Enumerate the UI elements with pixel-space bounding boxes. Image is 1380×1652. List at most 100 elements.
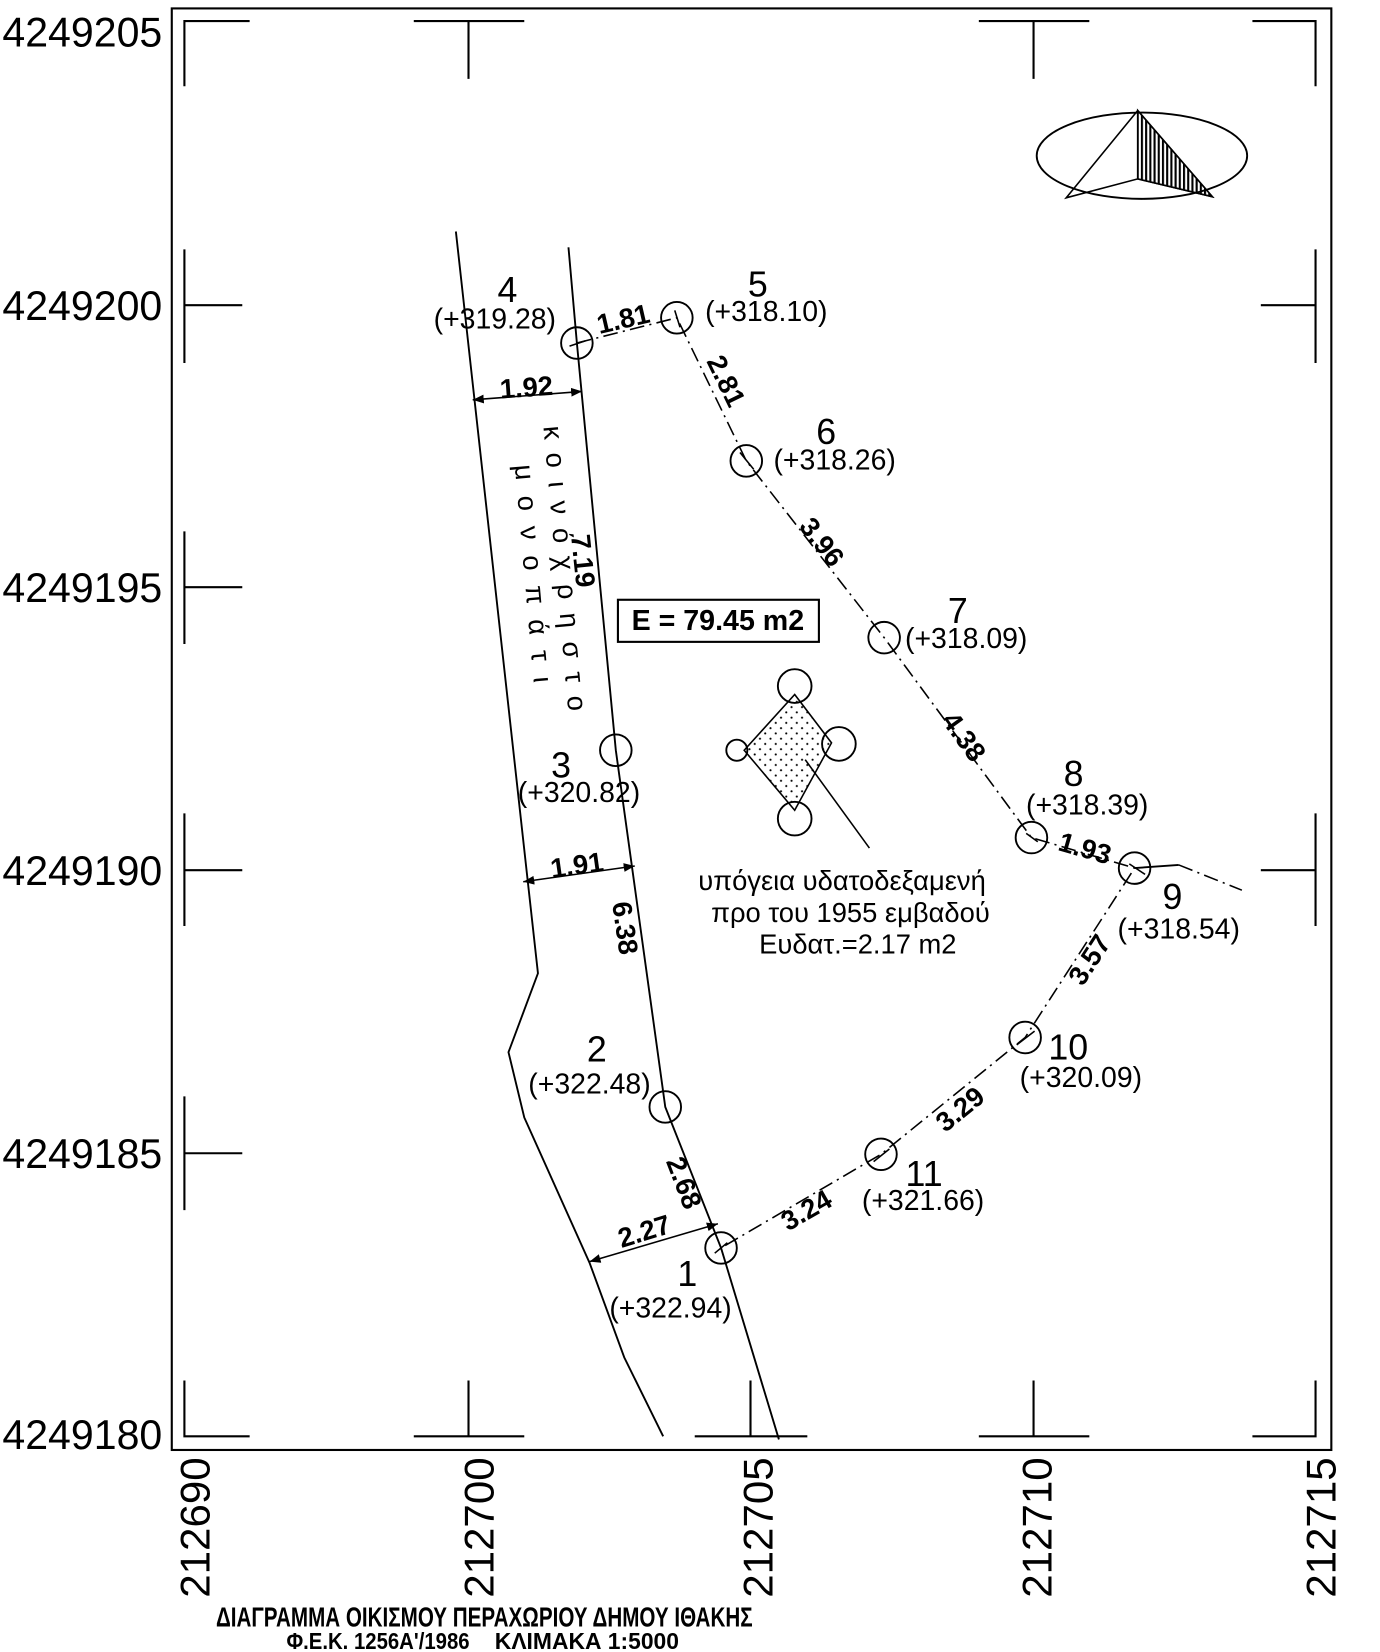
northing-label: 4249180 xyxy=(2,1411,162,1458)
elevation-label: (+320.82) xyxy=(518,777,640,809)
survey-point-marker xyxy=(1014,820,1049,855)
north-arrow-outline xyxy=(1064,109,1215,200)
elevation-label: (+318.10) xyxy=(705,296,827,328)
survey-point-marker xyxy=(729,444,764,478)
point-number-label: 6 xyxy=(816,412,836,452)
elevation-label: (+318.54) xyxy=(1118,914,1240,946)
point-number-label: 2 xyxy=(587,1030,607,1070)
survey-point-ticks xyxy=(569,310,1146,1254)
corner-and-tick-marks xyxy=(183,19,1317,1438)
footpath-left-edge xyxy=(454,231,665,1437)
neighbour-line-dashed xyxy=(1178,864,1243,891)
northing-label: 4249195 xyxy=(2,564,162,611)
point-number-label: 11 xyxy=(906,1154,943,1194)
title-block: ΔΙΑΓΡΑΜΜΑ ΟΙΚΙΣΜΟΥ ΠΕΡΑΧΩΡΙΟΥ ΔΗΜΟΥ ΙΘΑΚ… xyxy=(216,1602,753,1652)
elevation-label: (+319.28) xyxy=(434,303,556,335)
point-number-label: 7 xyxy=(948,591,968,631)
elevation-label: (+318.09) xyxy=(905,623,1027,655)
footpath-label-line2: μονοπάτι xyxy=(509,463,559,684)
neighbour-line-solid xyxy=(1134,863,1179,870)
path-width-dimensions xyxy=(472,387,719,1263)
distance-label: 2.81 xyxy=(701,350,752,411)
path-width-label: 2.27 xyxy=(614,1209,674,1254)
point-number-labels: 1 2 3 4 5 6 7 8 9 10 11 xyxy=(497,265,1182,1294)
path-width-label: 1.92 xyxy=(499,370,554,405)
elevation-label: (+318.39) xyxy=(1026,789,1148,821)
tank-note: υπόγεια υδατοδεξαμενή προ του 1955 εμβαδ… xyxy=(698,865,990,959)
gazette-reference: Φ.Ε.Κ. 1256Α'/1986 xyxy=(286,1628,469,1652)
survey-points xyxy=(560,301,1152,1265)
tank-corner-circle xyxy=(776,668,813,704)
point-number-label: 10 xyxy=(1048,1028,1088,1068)
distance-label: 3.57 xyxy=(1062,929,1117,991)
north-arrow-icon xyxy=(1035,108,1249,200)
tank-corner-circle xyxy=(776,800,813,837)
survey-point-marker xyxy=(660,301,694,335)
survey-point-marker xyxy=(648,1090,683,1124)
easting-label: 212715 xyxy=(1298,1457,1345,1597)
point-number-label: 1 xyxy=(677,1254,697,1294)
footpath-label: κοινόχρηστο μονοπάτι xyxy=(509,424,593,712)
footpath-right-edge xyxy=(567,247,780,1440)
tank-leader-line xyxy=(804,759,871,849)
easting-label: 212705 xyxy=(735,1457,782,1597)
elevation-label: (+322.48) xyxy=(528,1068,650,1100)
map-frame xyxy=(170,7,1333,1452)
area-value: E = 79.45 m2 xyxy=(632,605,805,637)
easting-label: 212710 xyxy=(1013,1457,1060,1597)
distance-label: 2.68 xyxy=(660,1152,708,1213)
north-arrow-ellipse xyxy=(1035,111,1249,200)
northing-axis-labels: 4249205 4249200 4249195 4249190 4249185 … xyxy=(2,8,162,1458)
distance-label: 6.38 xyxy=(606,900,644,957)
area-box: E = 79.45 m2 xyxy=(616,598,820,643)
elevation-labels: (+322.94) (+322.48) (+320.82) (+319.28) … xyxy=(434,296,1240,1324)
tank-outline xyxy=(743,693,833,812)
tank-corner-circle xyxy=(821,726,857,762)
footpath xyxy=(454,231,780,1440)
tank-note-line: προ του 1955 εμβαδού xyxy=(711,897,990,928)
point-number-label: 3 xyxy=(551,746,571,786)
elevation-label: (+318.26) xyxy=(773,444,895,476)
point-number-label: 8 xyxy=(1064,754,1084,794)
survey-point-marker xyxy=(1008,1020,1042,1055)
scale-note: ΚΛΙΜΑΚΑ 1:5000 xyxy=(495,1628,679,1652)
easting-label: 212700 xyxy=(456,1457,503,1597)
water-tank-symbol xyxy=(725,668,871,849)
distance-label: 3.24 xyxy=(775,1183,837,1237)
distance-label: 1.81 xyxy=(594,298,653,340)
distance-label: 3.29 xyxy=(929,1080,990,1138)
elevation-label: (+321.66) xyxy=(862,1185,984,1217)
diagram-title: ΔΙΑΓΡΑΜΜΑ ΟΙΚΙΣΜΟΥ ΠΕΡΑΧΩΡΙΟΥ ΔΗΜΟΥ ΙΘΑΚ… xyxy=(216,1602,753,1633)
parcel-boundary xyxy=(576,316,1243,1249)
northing-label: 4249190 xyxy=(2,847,162,894)
outer-border xyxy=(170,7,1333,1452)
tank-note-line: υπόγεια υδατοδεξαμενή xyxy=(698,865,986,896)
tank-corner-circle xyxy=(725,738,749,762)
northing-label: 4249185 xyxy=(2,1130,162,1177)
elevation-label: (+320.09) xyxy=(1020,1062,1142,1094)
easting-axis-labels: 212690 212700 212705 212710 212715 xyxy=(172,1457,1345,1597)
point-number-label: 4 xyxy=(497,270,517,310)
survey-point-marker xyxy=(1117,851,1152,885)
point-number-label: 9 xyxy=(1162,877,1182,917)
survey-point-marker xyxy=(560,326,594,360)
point-number-label: 5 xyxy=(748,265,768,305)
distance-label: 7.19 xyxy=(565,533,601,589)
easting-label: 212690 xyxy=(172,1457,219,1597)
survey-point-marker xyxy=(867,620,901,655)
survey-point-marker xyxy=(704,1231,738,1265)
elevation-label: (+322.94) xyxy=(609,1292,731,1324)
area-box-frame xyxy=(616,598,820,643)
northing-label: 4249200 xyxy=(2,282,162,329)
survey-point-marker xyxy=(864,1137,898,1172)
dimension-line xyxy=(472,387,583,404)
dimension-line xyxy=(589,1222,719,1263)
northing-label: 4249205 xyxy=(2,8,162,55)
tank-note-line: Ευδατ.=2.17 m2 xyxy=(759,928,956,959)
dimension-line xyxy=(523,863,635,885)
path-width-label: 1.91 xyxy=(548,846,605,884)
survey-point-marker xyxy=(599,733,633,767)
distance-label: 4.38 xyxy=(936,706,992,767)
distance-label: 1.93 xyxy=(1055,826,1115,870)
